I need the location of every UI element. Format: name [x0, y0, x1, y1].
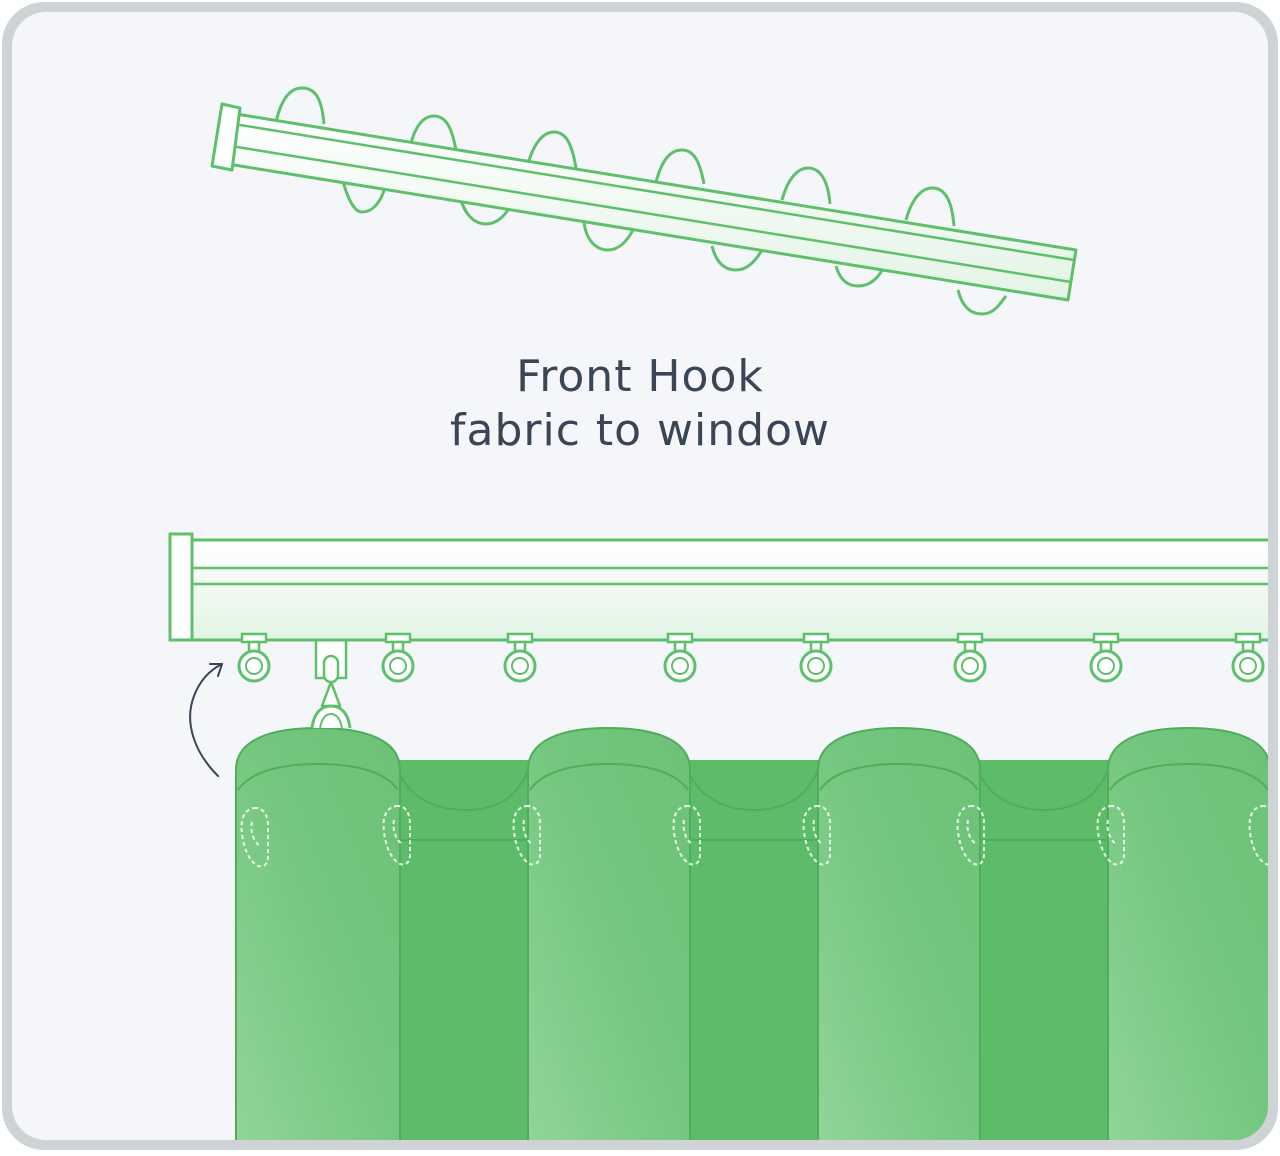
track-runner-ring-icon	[953, 632, 987, 683]
track-runner-ring-icon	[503, 632, 537, 683]
wave-hook-bottom	[956, 289, 1008, 316]
wave-hook-top	[904, 186, 956, 227]
curtain-track-with-wave-hooks-icon	[210, 86, 1078, 316]
hidden-hook-icon	[956, 804, 985, 866]
curved-arrow-icon	[189, 663, 223, 777]
diagram-caption: Front Hook fabric to window	[0, 350, 1280, 458]
curtain-recess-band	[236, 800, 1268, 1140]
wave-hook-top	[274, 86, 326, 125]
hidden-hook-icon	[672, 804, 701, 866]
track-runner-ring-icon	[1089, 632, 1123, 683]
curtain-fold	[235, 726, 401, 1140]
angled-rod-line	[230, 144, 1072, 284]
track-runner-ring-icon	[663, 632, 697, 683]
track-runner-ring-icon	[237, 632, 271, 683]
hidden-hook-icon	[240, 806, 269, 868]
track-runners	[237, 632, 1265, 683]
wave-hook-top	[654, 148, 706, 185]
angled-rod-end-cap	[210, 102, 242, 172]
wave-hook-top	[526, 130, 578, 169]
hidden-hook-icon	[382, 804, 411, 866]
curtain-fold	[817, 726, 981, 1140]
caption-subtitle: fabric to window	[450, 405, 830, 456]
curtain-fold	[527, 726, 691, 1140]
wave-hook-bottom	[582, 221, 636, 252]
wave-hook-bottom	[458, 195, 514, 226]
wave-hook-top	[408, 114, 458, 151]
track-runner-ring-icon	[1231, 632, 1265, 683]
track-body	[188, 538, 1268, 642]
hidden-hook-icon	[1096, 804, 1125, 866]
curtain-fold	[1107, 726, 1268, 1140]
hidden-hook-icon	[1248, 804, 1268, 866]
curtain-panel	[235, 726, 1268, 1140]
wave-hook-bottom	[834, 265, 884, 288]
caption-title: Front Hook	[516, 351, 764, 402]
wave-hook-top	[780, 166, 832, 205]
wave-hook-bottom	[710, 245, 764, 272]
hidden-hook-icon	[512, 804, 541, 866]
track-runner-ring-icon	[381, 632, 415, 683]
angled-rod-line	[233, 122, 1075, 262]
track-end-cap	[168, 532, 194, 642]
curtain-track-icon	[168, 532, 1268, 642]
hidden-hook-icon	[802, 804, 831, 866]
track-runner-ring-icon	[799, 632, 833, 683]
